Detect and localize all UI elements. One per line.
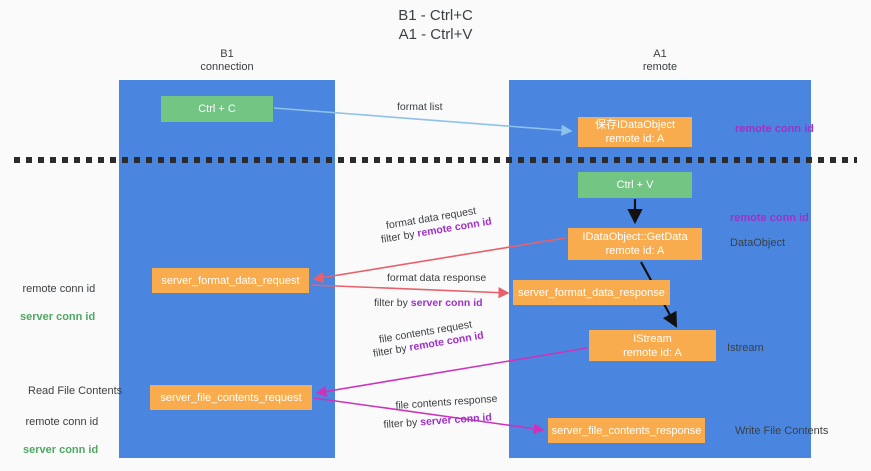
filter-key-fdresp: server conn id — [410, 297, 483, 309]
node-server-format-data-response-label: server_format_data_response — [518, 286, 665, 299]
annotation-left-server-conn-id: server conn id — [20, 311, 96, 323]
node-ctrl-c-label: Ctrl + C — [198, 103, 236, 115]
node-istream-label: IStream remote id: A — [623, 332, 682, 359]
phase-divider — [14, 157, 857, 163]
annotation-left-remote-conn-id: remote conn id — [22, 283, 96, 295]
filter-prefix-fcresp: filter by — [383, 416, 421, 431]
node-ctrl-v[interactable]: Ctrl + V — [578, 172, 692, 198]
node-server-file-contents-response[interactable]: server_file_contents_response — [548, 418, 705, 443]
annotation-dataobject: DataObject — [730, 237, 786, 249]
filter-prefix-fcreq: filter by — [372, 341, 411, 360]
node-server-file-contents-request-label: server_file_contents_request — [160, 391, 302, 404]
lane-header-b1-name: B1 — [220, 48, 234, 60]
annotation-remote-conn-id-mid: remote conn id — [730, 212, 809, 224]
edge-label-format-list: format list — [397, 101, 443, 113]
annotation-istream: Istream — [727, 342, 764, 354]
title-line-1: B1 - Ctrl+C — [398, 7, 473, 24]
annotation-write-file-contents: Write File Contents — [735, 425, 829, 437]
node-server-format-data-request-label: server_format_data_request — [161, 274, 300, 287]
lane-header-a1-name: A1 — [653, 48, 667, 60]
node-server-file-contents-request[interactable]: server_file_contents_request — [150, 385, 312, 410]
lane-header-b1-role: connection — [200, 61, 254, 73]
node-idataobject[interactable]: 保存IDataObject remote id: A — [578, 117, 692, 147]
diagram-title: B1 - Ctrl+C A1 - Ctrl+V — [0, 6, 871, 44]
filter-prefix-fdreq: filter by — [380, 227, 419, 246]
node-server-format-data-request[interactable]: server_format_data_request — [152, 268, 309, 293]
annotation-left-server-conn-id-2: server conn id — [23, 444, 99, 456]
node-server-file-contents-response-label: server_file_contents_response — [551, 424, 702, 437]
edge-format-data-response — [310, 284, 510, 299]
edge-label-format-data-response: format data response — [387, 272, 487, 284]
node-ctrl-c[interactable]: Ctrl + C — [161, 96, 273, 122]
node-idataobject-label: 保存IDataObject remote id: A — [594, 119, 676, 145]
edge-label-file-contents-response-filter: filter by server conn id — [383, 410, 492, 432]
edge-label-file-contents-response: file contents response — [395, 392, 498, 412]
lane-header-a1-role: remote — [642, 61, 678, 73]
annotation-left-conn-ids-2: remote conn id server conn id — [23, 401, 98, 471]
annotation-left-conn-ids: remote conn id server conn id — [20, 268, 95, 338]
node-idataobject-getdata-label: IDataObject::GetData remote id: A — [582, 231, 688, 257]
node-server-format-data-response[interactable]: server_format_data_response — [513, 280, 670, 305]
lane-header-a1: A1 remote — [509, 48, 811, 74]
filter-prefix-fdresp: filter by — [374, 297, 411, 309]
node-idataobject-getdata[interactable]: IDataObject::GetData remote id: A — [568, 228, 702, 260]
edge-label-format-data-response-filter: filter by server conn id — [374, 296, 483, 310]
annotation-remote-conn-id-top: remote conn id — [735, 123, 814, 135]
title-line-2: A1 - Ctrl+V — [398, 26, 473, 43]
filter-key-fcresp: server conn id — [419, 411, 493, 429]
annotation-read-file-contents: Read File Contents — [28, 385, 123, 397]
lane-header-b1: B1 connection — [119, 48, 335, 74]
annotation-left-remote-conn-id-2: remote conn id — [25, 416, 99, 428]
node-istream[interactable]: IStream remote id: A — [589, 330, 716, 361]
node-ctrl-v-label: Ctrl + V — [616, 179, 654, 191]
